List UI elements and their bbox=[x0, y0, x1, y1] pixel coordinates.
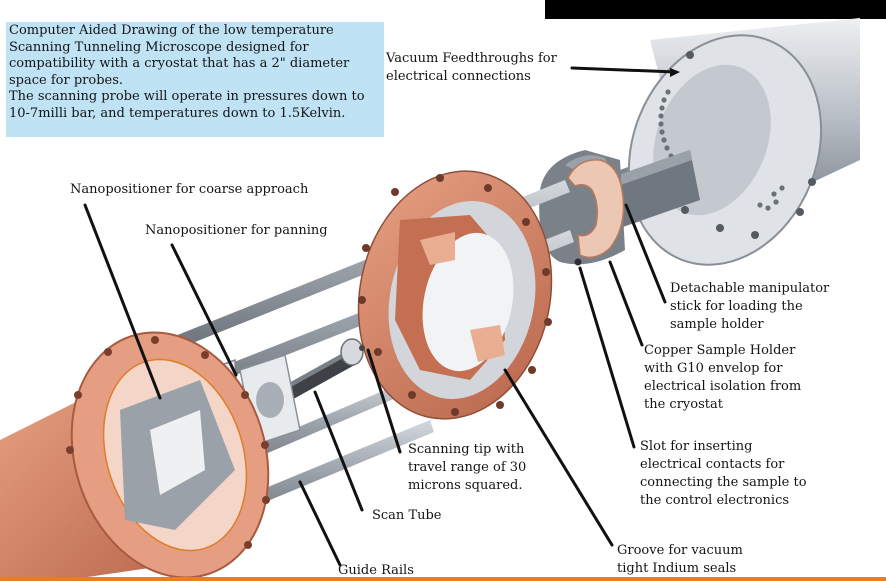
label-line: electrical connections bbox=[386, 69, 531, 84]
label-line: tight Indium seals bbox=[617, 561, 737, 576]
intro-line: Computer Aided Drawing of the low temper… bbox=[9, 23, 334, 38]
pointer-scantube bbox=[313, 390, 364, 512]
label-line: Scanning tip with bbox=[408, 442, 525, 457]
label-tip: Scanning tip with travel range of 30 mic… bbox=[408, 441, 526, 495]
label-line: electrical contacts for bbox=[640, 457, 785, 472]
intro-line: The scanning probe will operate in press… bbox=[9, 89, 365, 104]
label-line: connecting the sample to bbox=[640, 475, 807, 490]
label-line: the control electronics bbox=[640, 493, 790, 508]
label-line: Copper Sample Holder bbox=[644, 343, 796, 358]
vacuum-chamber bbox=[613, 18, 860, 266]
pointer-groove bbox=[503, 368, 614, 547]
middle-flange bbox=[357, 170, 553, 420]
intro-line: Scanning Tunneling Microscope designed f… bbox=[9, 39, 309, 55]
label-feedthroughs: Vacuum Feedthroughs for electrical conne… bbox=[386, 50, 557, 86]
label-manipulator: Detachable manipulator stick for loading… bbox=[670, 280, 829, 334]
pointer-panning bbox=[170, 243, 238, 377]
pointer-rails bbox=[298, 480, 342, 567]
intro-line: compatibility with a cryostat that has a… bbox=[9, 56, 350, 71]
label-line: Groove for vacuum bbox=[617, 543, 743, 558]
intro-line: 10-7milli bar, and temperatures down to … bbox=[9, 105, 346, 121]
label-line: sample holder bbox=[670, 317, 764, 332]
label-line: the cryostat bbox=[644, 397, 723, 412]
label-line: Vacuum Feedthroughs for bbox=[386, 51, 557, 66]
label-line: microns squared. bbox=[408, 478, 523, 493]
label-scantube: Scan Tube bbox=[372, 508, 442, 523]
intro-line: space for probes. bbox=[9, 72, 124, 88]
top-black-bar bbox=[545, 0, 886, 19]
label-groove: Groove for vacuum tight Indium seals bbox=[617, 542, 743, 578]
pointer-lines bbox=[83, 66, 680, 567]
label-slot: Slot for inserting electrical contacts f… bbox=[640, 438, 807, 510]
label-line: travel range of 30 bbox=[408, 460, 527, 475]
scan-tube bbox=[280, 338, 365, 402]
front-cylinder bbox=[0, 331, 270, 581]
intro-box: Computer Aided Drawing of the low temper… bbox=[6, 22, 384, 137]
label-copper: Copper Sample Holder with G10 envelop fo… bbox=[644, 342, 801, 414]
label-line: electrical isolation from bbox=[644, 379, 802, 394]
bottom-accent-line bbox=[0, 577, 886, 581]
pointer-coarse bbox=[83, 203, 162, 400]
label-panning: Nanopositioner for panning bbox=[145, 223, 328, 238]
pointer-manipulator bbox=[624, 203, 667, 304]
pointer-tip bbox=[366, 348, 402, 454]
label-line: Slot for inserting bbox=[640, 439, 753, 454]
label-line: with G10 envelop for bbox=[644, 361, 783, 376]
label-coarse: Nanopositioner for coarse approach bbox=[70, 182, 309, 197]
pointer-copper bbox=[608, 260, 644, 347]
label-line: Detachable manipulator bbox=[670, 281, 830, 296]
label-line: stick for loading the bbox=[670, 299, 803, 314]
pointer-slot bbox=[578, 266, 636, 449]
pointer-feedthroughs bbox=[570, 66, 678, 74]
label-rails: Guide Rails bbox=[338, 563, 414, 578]
